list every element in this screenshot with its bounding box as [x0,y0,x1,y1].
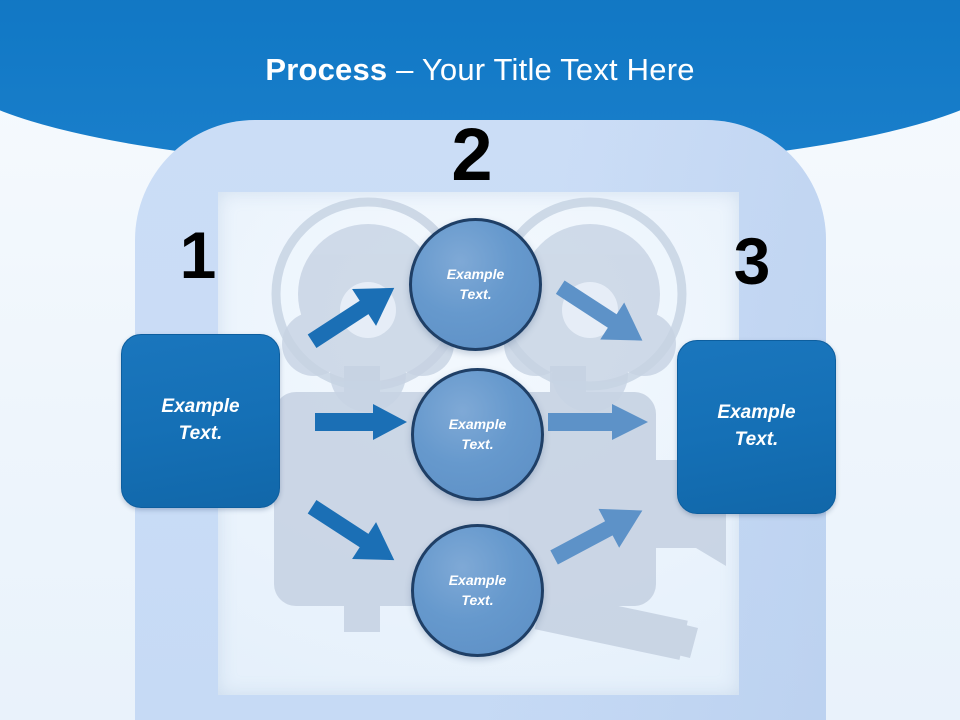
process-circle-bottom-line2: Text. [461,591,494,608]
right-content-box-line2: Text. [734,429,779,450]
slide-title-strong: Process [265,52,388,87]
right-content-box[interactable]: Example Text. [677,340,836,514]
process-circle-middle-label: Example Text. [449,415,507,454]
slide-title: Process – Your Title Text Here [0,52,960,88]
process-circle-middle-line2: Text. [461,435,494,452]
process-circle-bottom-label: Example Text. [449,571,507,610]
process-circle-top-line2: Text. [459,285,492,302]
left-content-box-line2: Text. [178,423,223,444]
process-circle-top-line1: Example [446,265,505,282]
arrow-in-middle [313,402,409,442]
process-circle-bottom[interactable]: Example Text. [411,524,544,657]
arrow-out-middle [546,402,650,442]
arrow-out-bottom [544,496,656,570]
left-content-box-label: Example Text. [161,394,239,448]
right-content-box-line1: Example [717,402,796,424]
left-content-box[interactable]: Example Text. [121,334,280,508]
process-circle-top-label: Example Text. [447,265,505,304]
process-circle-top[interactable]: Example Text. [409,218,542,351]
step-number-3: 3 [733,224,771,298]
process-circle-bottom-line1: Example [448,571,507,588]
arrow-in-bottom [300,498,408,570]
process-circle-middle-line1: Example [448,415,507,432]
step-number-2: 2 [451,113,493,196]
arrow-in-top [300,278,408,350]
step-number-1: 1 [179,218,217,292]
slide-title-rest: – Your Title Text Here [387,52,695,87]
arrow-out-top [548,278,658,352]
right-content-box-label: Example Text. [717,400,795,454]
process-circle-middle[interactable]: Example Text. [411,368,544,501]
left-content-box-line1: Example [161,396,240,418]
